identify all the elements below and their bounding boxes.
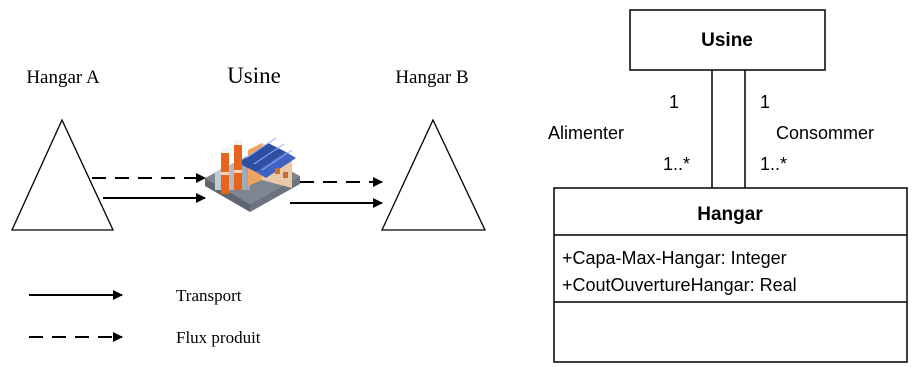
hangar-a-triangle — [10, 118, 115, 231]
hangar-a-label: Hangar A — [26, 67, 100, 88]
hangar-attribute: +CoutOuvertureHangar: Real — [562, 275, 797, 295]
alimenter-label: Alimenter — [548, 123, 624, 143]
legend-flux-label: Flux produit — [176, 328, 261, 347]
hangar-attribute: +Capa-Max-Hangar: Integer — [562, 248, 787, 268]
alimenter-mult-hangar: 1..* — [663, 154, 690, 174]
legend-transport-label: Transport — [176, 286, 242, 305]
factory-icon — [205, 137, 300, 212]
hangar-b-label: Hangar B — [395, 67, 468, 88]
consommer-mult-usine: 1 — [760, 92, 770, 112]
usine-label: Usine — [227, 63, 281, 88]
alimenter-mult-usine: 1 — [669, 92, 679, 112]
hangar-class-name: Hangar — [697, 204, 763, 225]
consommer-label: Consommer — [776, 123, 874, 143]
usine-class-name: Usine — [701, 30, 753, 51]
hangar-b-triangle — [380, 118, 487, 231]
usine-class-box — [629, 9, 826, 71]
consommer-mult-hangar: 1..* — [760, 154, 787, 174]
hangar-class-box — [553, 187, 908, 363]
